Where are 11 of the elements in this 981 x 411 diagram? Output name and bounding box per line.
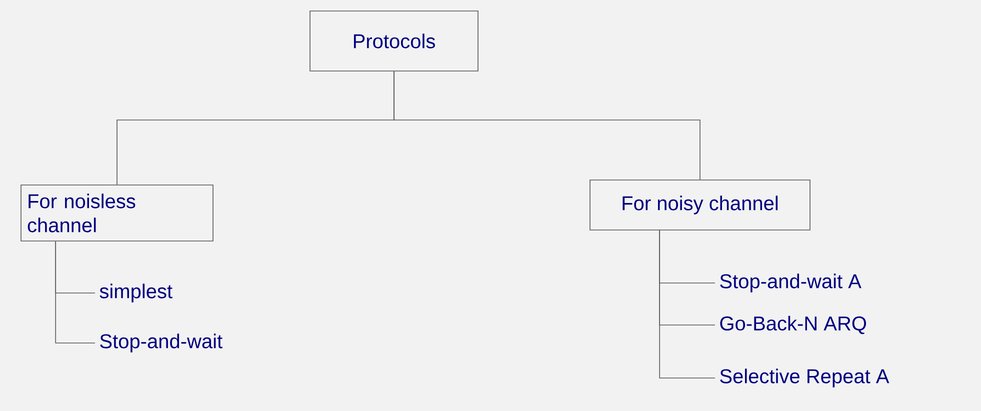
protocol-label: Go-Back-N ARQ <box>720 316 866 334</box>
protocol-label: Selective Repeat A <box>720 368 890 388</box>
protocol-label: simplest <box>100 284 172 302</box>
category-box: For noisy channel <box>590 180 810 230</box>
category-box: Protocols <box>310 10 478 72</box>
connector-line <box>394 71 700 180</box>
category-box: For noisless channel <box>20 184 214 242</box>
protocol-label: Stop-and-wait A <box>720 274 862 292</box>
connector-line <box>55 240 96 344</box>
connector-line <box>659 230 716 378</box>
protocol-label: Stop-and-wait <box>100 334 222 352</box>
